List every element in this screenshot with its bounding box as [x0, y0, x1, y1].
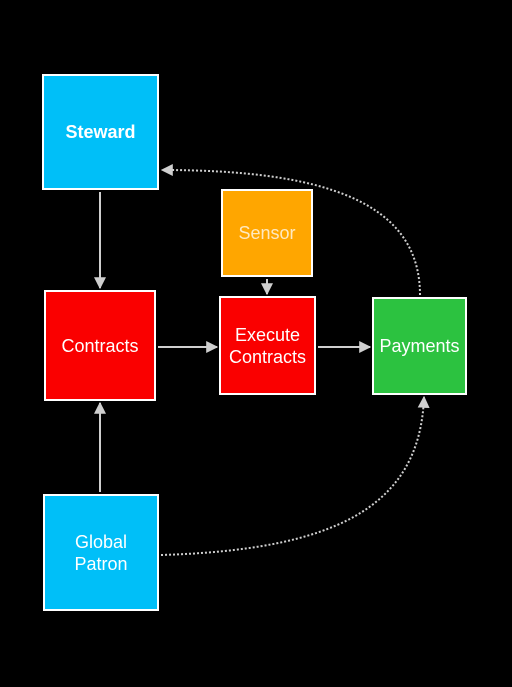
node-contracts: Contracts	[44, 290, 156, 401]
edge-patron-payments	[160, 395, 430, 556]
node-payments: Payments	[372, 297, 467, 395]
node-sensor: Sensor	[221, 189, 313, 277]
node-execute-contracts: Execute Contracts	[219, 296, 316, 395]
node-steward: Steward	[42, 74, 159, 190]
node-global-patron: Global Patron	[43, 494, 159, 611]
